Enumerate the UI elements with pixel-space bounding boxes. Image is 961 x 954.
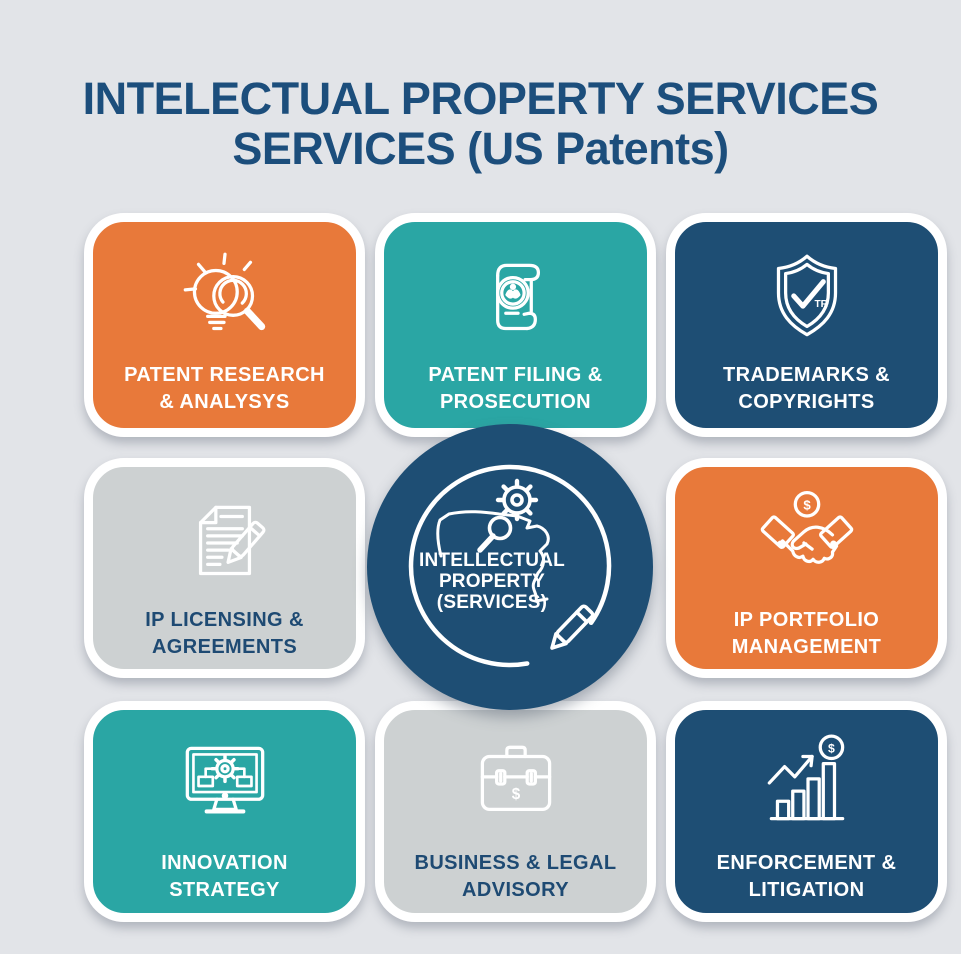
document-pencil-icon bbox=[169, 485, 281, 601]
us-map-gear-magnifier-pencil-icon bbox=[408, 464, 612, 668]
card-label-line: STRATEGY bbox=[169, 879, 280, 901]
card-ip-licensing-agreements: IP LICENSING & AGREEMENTS bbox=[84, 458, 365, 678]
card-label-line: COPYRIGHTS bbox=[738, 391, 875, 413]
card-label-line: INNOVATION bbox=[161, 852, 288, 874]
card-label-line: LITIGATION bbox=[748, 879, 865, 901]
card-label-line: & ANALYSYS bbox=[159, 391, 290, 413]
center-hub: INTELLECTUAL PROPERTY (SERVICES) bbox=[367, 424, 653, 710]
card-label-line: PROSECUTION bbox=[439, 391, 592, 413]
shield-check-tr-icon: TR bbox=[751, 240, 863, 356]
card-label: ENFORCEMENT & LITIGATION bbox=[717, 850, 897, 904]
dollar-sign-text: $ bbox=[511, 786, 520, 803]
card-label: INNOVATION STRATEGY bbox=[161, 850, 288, 904]
card-trademarks-copyrights: TR TRADEMARKS & COPYRIGHTS bbox=[666, 213, 947, 437]
card-label: PATENT RESEARCH & ANALYSYS bbox=[124, 362, 325, 416]
card-label: IP LICENSING & AGREEMENTS bbox=[145, 607, 304, 661]
card-label-line: ENFORCEMENT & bbox=[716, 852, 897, 874]
title-line-1: INTELECTUAL PROPERTY SERVICES bbox=[82, 73, 879, 124]
monitor-gear-flowchart-icon bbox=[169, 728, 281, 844]
center-label-line: (SERVICES) bbox=[436, 592, 548, 613]
center-label-line: PROPERTY bbox=[438, 571, 546, 592]
card-label-line: ADVISORY bbox=[462, 879, 569, 901]
card-label: IP PORTFOLIO MANAGEMENT bbox=[732, 607, 882, 661]
card-label-line: AGREEMENTS bbox=[151, 636, 298, 658]
card-enforcement-litigation: $ ENFORCEMENT & LITIGATION bbox=[666, 701, 947, 922]
card-label-line: PATENT FILING & bbox=[428, 364, 603, 386]
card-label: PATENT FILING & PROSECUTION bbox=[428, 362, 602, 416]
card-label-line: PATENT RESEARCH bbox=[124, 364, 325, 386]
tr-mark-text: TR bbox=[814, 299, 828, 310]
title-line-2: SERVICES (US Patents) bbox=[232, 123, 729, 174]
card-label-line: MANAGEMENT bbox=[731, 636, 882, 658]
card-innovation-strategy: INNOVATION STRATEGY bbox=[84, 701, 365, 922]
card-patent-research-analysis: PATENT RESEARCH & ANALYSYS bbox=[84, 213, 365, 437]
card-label-line: IP LICENSING & bbox=[145, 609, 304, 631]
card-patent-filing-prosecution: PATENT FILING & PROSECUTION bbox=[375, 213, 656, 437]
dollar-sign-text: $ bbox=[803, 497, 811, 512]
card-label-line: IP PORTFOLIO bbox=[733, 609, 880, 631]
card-ip-portfolio-management: $ IP PORTFOLIO MANAGEMENT bbox=[666, 458, 947, 678]
page-title: INTELECTUAL PROPERTY SERVICES SERVICES (… bbox=[0, 74, 961, 174]
center-label: INTELLECTUAL PROPERTY (SERVICES) bbox=[403, 550, 581, 613]
card-label-line: TRADEMARKS & bbox=[722, 364, 891, 386]
card-label-line: BUSINESS & LEGAL bbox=[414, 852, 617, 874]
lightbulb-magnifier-icon bbox=[169, 240, 281, 356]
handshake-dollar-icon: $ bbox=[751, 485, 863, 601]
card-business-legal-advisory: $ BUSINESS & LEGAL ADVISORY bbox=[375, 701, 656, 922]
dollar-sign-text: $ bbox=[828, 741, 835, 755]
growth-chart-dollar-icon: $ bbox=[751, 728, 863, 844]
patent-scroll-seal-icon bbox=[460, 240, 572, 356]
center-label-line: INTELLECTUAL bbox=[419, 550, 565, 571]
card-label: TRADEMARKS & COPYRIGHTS bbox=[723, 362, 890, 416]
briefcase-dollar-icon: $ bbox=[460, 728, 572, 844]
card-label: BUSINESS & LEGAL ADVISORY bbox=[415, 850, 617, 904]
